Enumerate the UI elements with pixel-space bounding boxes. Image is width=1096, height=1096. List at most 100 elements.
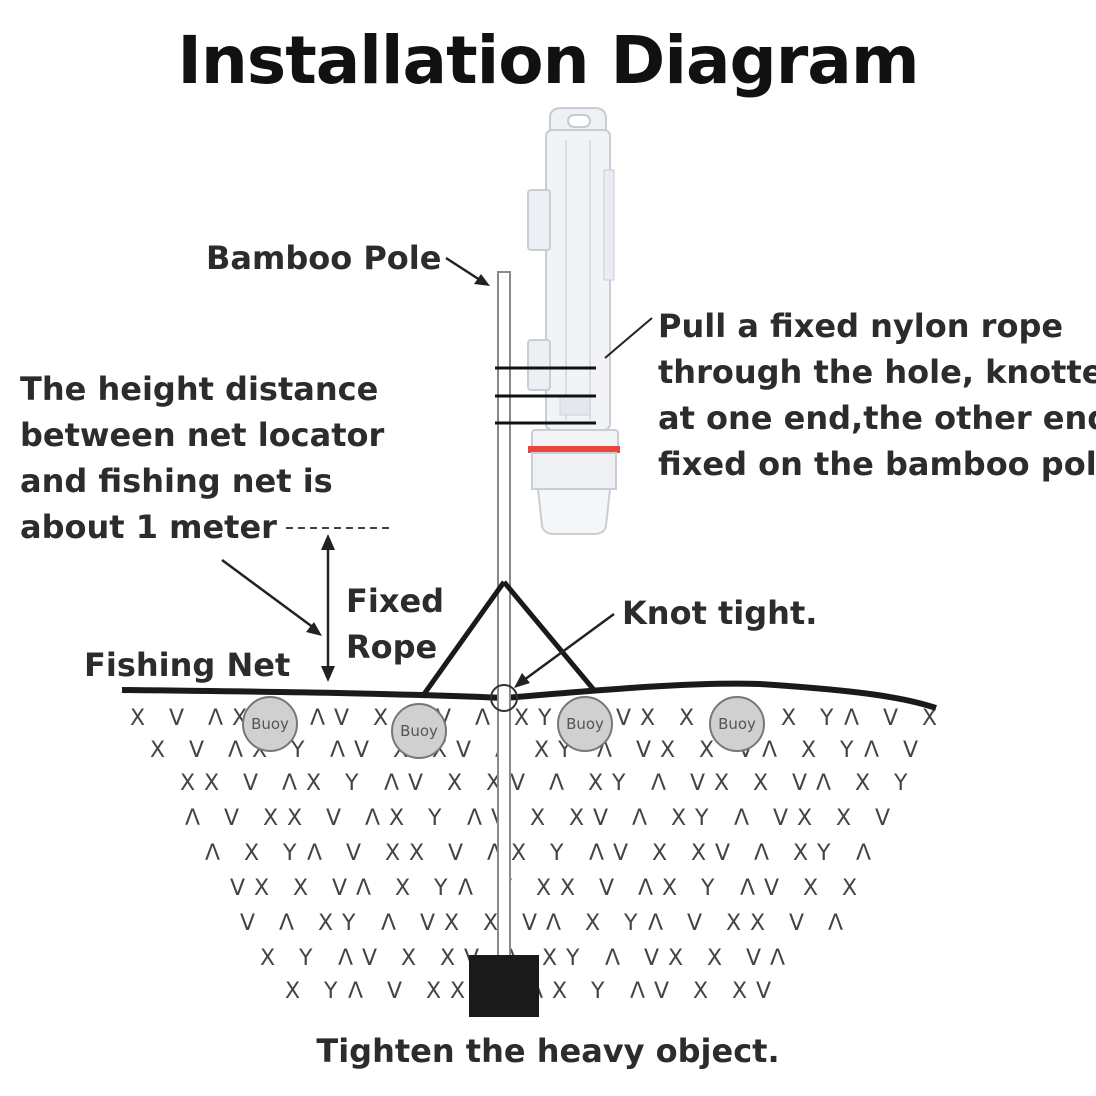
net-mesh-mark: X [560, 876, 575, 901]
net-mesh-mark: Y [839, 738, 854, 763]
net-mesh-mark: X [536, 876, 551, 901]
buoy-3: Buoy [557, 696, 613, 752]
nylon-pointer-line [604, 317, 653, 359]
net-mesh-mark: V [903, 738, 918, 763]
knot-circle [490, 684, 518, 712]
height-note-line-4: about 1 meter [20, 508, 277, 546]
net-mesh-mark: Λ [605, 946, 620, 971]
net-mesh-mark: Λ [856, 841, 871, 866]
net-mesh-mark: Λ [208, 706, 223, 731]
net-mesh-mark: X [691, 841, 706, 866]
net-mesh-mark: V [387, 979, 402, 1004]
net-mesh-mark: Λ [632, 806, 647, 831]
net-mesh-mark: Λ [279, 911, 294, 936]
net-mesh-mark: V [687, 911, 702, 936]
net-mesh-mark: X [662, 876, 677, 901]
net-mesh-mark: Y [565, 946, 580, 971]
fishing-net-label: Fishing Net [84, 646, 291, 684]
nylon-note-line-4: fixed on the bamboo pole. [658, 445, 1096, 483]
net-mesh-mark: Y [694, 806, 709, 831]
net-mesh-mark: Λ [638, 876, 653, 901]
net-mesh-mark: Λ [307, 841, 322, 866]
bamboo-pole-arrow [445, 256, 490, 286]
net-mesh-mark: Λ [467, 806, 482, 831]
net-mesh-mark: V [332, 876, 347, 901]
net-mesh-mark: V [510, 771, 525, 796]
net-mesh-mark: V [326, 806, 341, 831]
net-mesh-mark: V [789, 911, 804, 936]
net-mesh-mark: Λ [828, 911, 843, 936]
net-mesh-mark: X [287, 806, 302, 831]
net-mesh-mark: Λ [228, 738, 243, 763]
net-mesh-mark: V [773, 806, 788, 831]
net-mesh-mark: X [254, 876, 269, 901]
net-mesh-mark: X [803, 876, 818, 901]
net-mesh-mark: V [764, 876, 779, 901]
net-mesh-mark: V [616, 706, 631, 731]
net-mesh-mark: Λ [549, 771, 564, 796]
net-mesh-mark: Y [893, 771, 908, 796]
net-mesh-mark: Λ [651, 771, 666, 796]
net-mesh-mark: V [746, 946, 761, 971]
net-mesh-mark: X [244, 841, 259, 866]
net-mesh-mark: X [781, 706, 796, 731]
net-mesh-mark: X [293, 876, 308, 901]
net-mesh-mark: Y [590, 979, 605, 1004]
net-mesh-mark: V [715, 841, 730, 866]
net-mesh-mark: X [922, 706, 937, 731]
net-mesh-mark: Y [549, 841, 564, 866]
net-mesh-mark: Λ [589, 841, 604, 866]
net-mesh-mark: X [714, 771, 729, 796]
net-mesh-mark: X [483, 911, 498, 936]
heavy-object [469, 955, 539, 1017]
net-mesh-mark: X [732, 979, 747, 1004]
net-mesh-mark: X [542, 946, 557, 971]
net-mesh-mark: X [180, 771, 195, 796]
net-mesh-mark: X [801, 738, 816, 763]
net-mesh-mark: X [447, 771, 462, 796]
bamboo-pole [497, 271, 511, 963]
height-note-arrow [221, 558, 322, 636]
net-mesh-mark: Y [290, 738, 305, 763]
net-mesh-mark: X [699, 738, 714, 763]
net-mesh-mark: X [588, 771, 603, 796]
locator-red-ring [528, 446, 620, 453]
fixed-rope-label-line-1: Fixed [346, 582, 445, 620]
bamboo-pole-label: Bamboo Pole [206, 239, 442, 277]
net-mesh-mark: X [668, 946, 683, 971]
net-mesh-mark: Λ [844, 706, 859, 731]
fixed-rope-label-line-2: Rope [346, 628, 438, 666]
net-mesh-mark: X [671, 806, 686, 831]
net-mesh-mark: X [130, 706, 145, 731]
net-mesh-mark: X [552, 979, 567, 1004]
net-mesh-mark: Λ [458, 876, 473, 901]
net-mesh-mark: X [726, 911, 741, 936]
net-mesh-mark: Y [623, 911, 638, 936]
net-mesh-mark: Λ [475, 706, 490, 731]
net-mesh-mark: Y [700, 876, 715, 901]
net-mesh-mark: V [636, 738, 651, 763]
net-mesh-mark: Λ [734, 806, 749, 831]
net-mesh-mark: X [640, 706, 655, 731]
net-mesh-mark: X [389, 806, 404, 831]
net-mesh-mark: Λ [365, 806, 380, 831]
buoy-1: Buoy [242, 696, 298, 752]
net-mesh-mark: V [644, 946, 659, 971]
heavy-object-label: Tighten the heavy object. [316, 1032, 780, 1070]
net-mesh-mark: X [426, 979, 441, 1004]
net-mesh-mark: Λ [762, 738, 777, 763]
net-mesh-mark: Λ [310, 706, 325, 731]
svg-text:Buoy: Buoy [566, 715, 604, 733]
net-mesh-mark: X [750, 911, 765, 936]
net-mesh-mark: X [514, 706, 529, 731]
net-mesh-mark: V [230, 876, 245, 901]
net-mesh-mark: V [448, 841, 463, 866]
net-mesh-mark: V [456, 738, 471, 763]
net-mesh-mark: V [756, 979, 771, 1004]
net-mesh-mark: V [189, 738, 204, 763]
net-mesh-mark: X [793, 841, 808, 866]
fixed-rope-left [419, 580, 507, 699]
height-note-line-2: between net locator [20, 416, 385, 454]
net-top-rope [121, 680, 937, 711]
net-mesh-mark: Y [611, 771, 626, 796]
